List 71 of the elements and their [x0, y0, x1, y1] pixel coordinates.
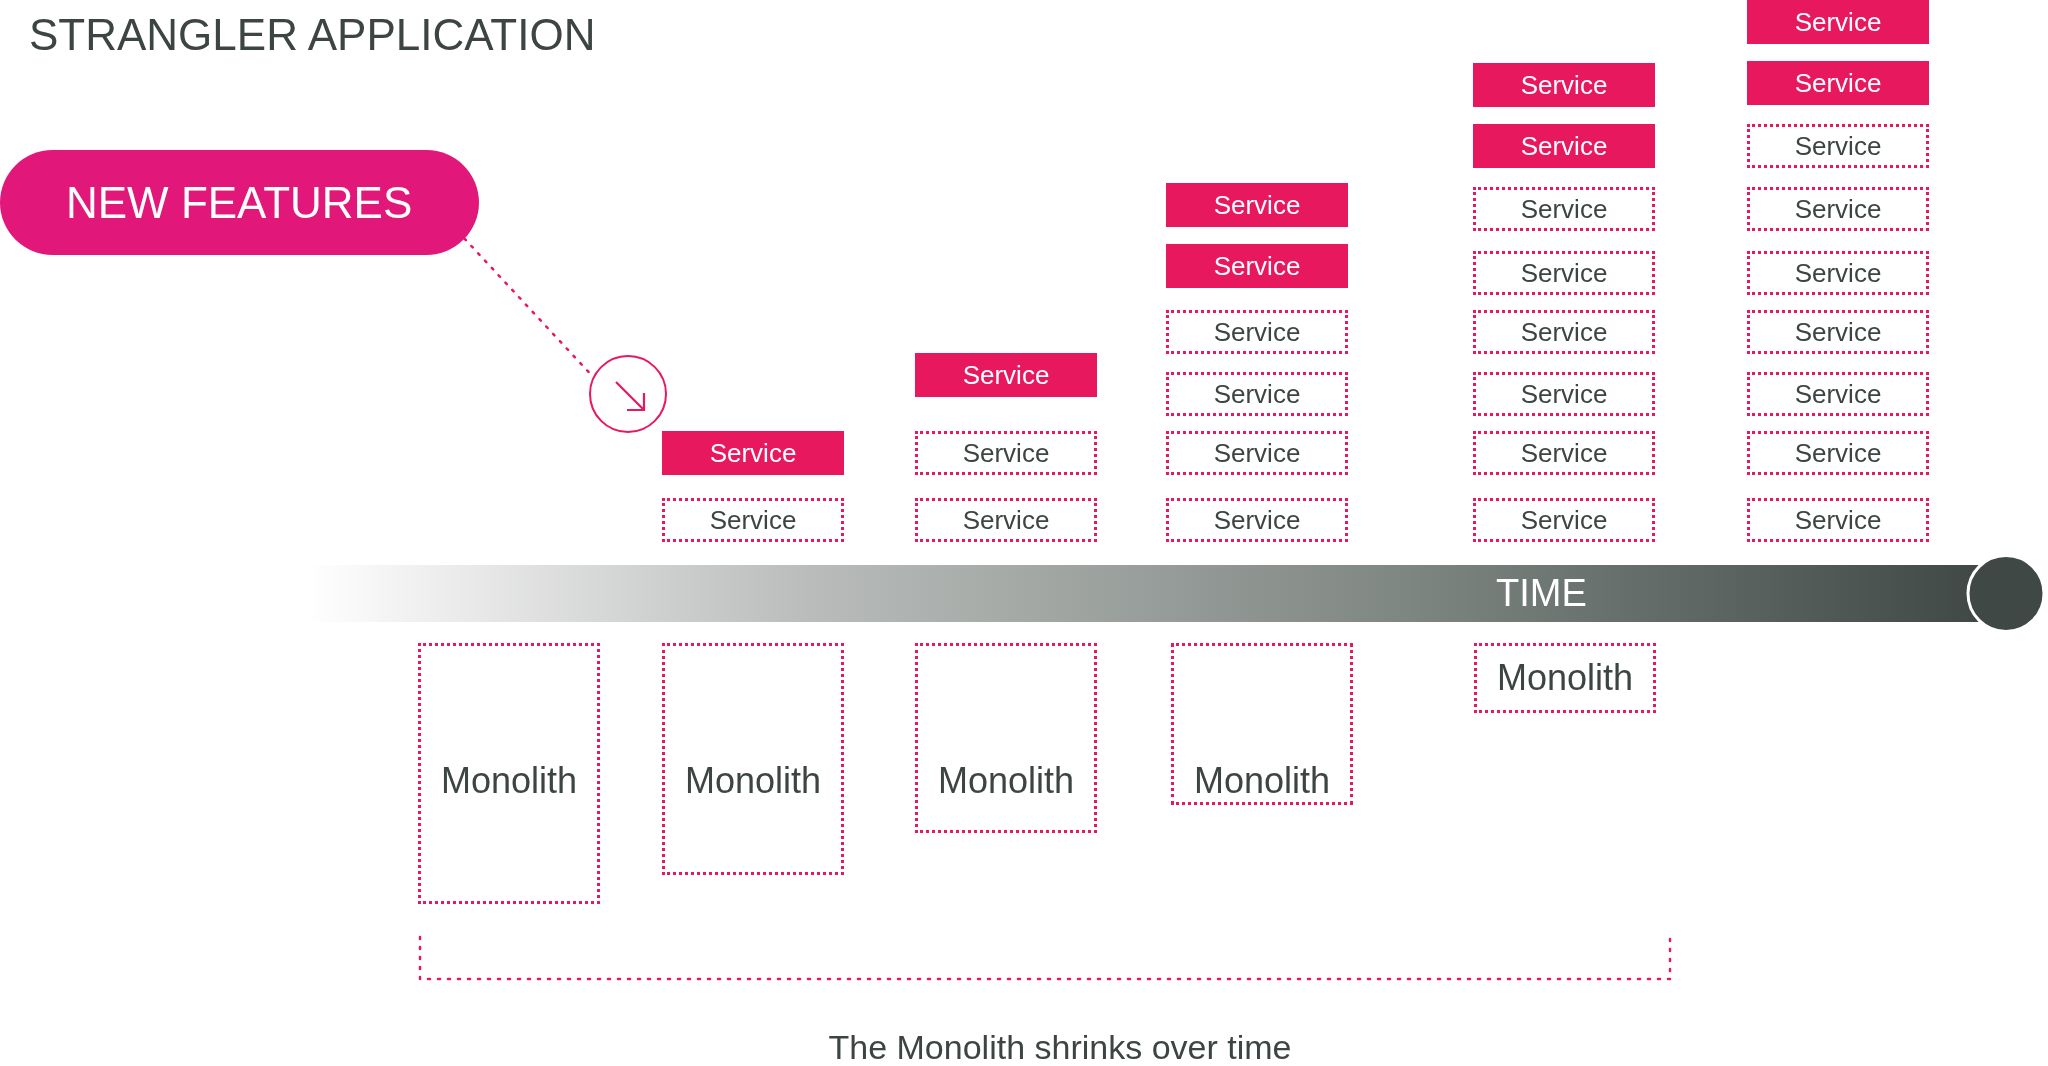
title: STRANGLER APPLICATION	[29, 9, 596, 61]
service-box	[662, 431, 844, 475]
monolith-label: Monolith	[937, 759, 1075, 803]
monolith-box	[1474, 643, 1656, 713]
service-box	[1747, 372, 1929, 416]
monolith-box	[1171, 643, 1353, 805]
service-label: Service	[1794, 256, 1882, 290]
service-box	[1747, 61, 1929, 105]
service-box	[1473, 187, 1655, 231]
service-box	[1747, 251, 1929, 295]
service-label: Service	[1794, 377, 1882, 411]
service-label: Service	[1213, 249, 1301, 283]
service-box	[1747, 124, 1929, 168]
service-box	[1473, 431, 1655, 475]
monolith-box	[418, 643, 600, 904]
service-label: Service	[1520, 503, 1608, 537]
service-box	[1473, 124, 1655, 168]
service-label: Service	[1213, 436, 1301, 470]
service-box	[1473, 251, 1655, 295]
service-label: Service	[1213, 315, 1301, 349]
service-label: Service	[1520, 192, 1608, 226]
service-box	[1473, 498, 1655, 542]
service-box	[1166, 183, 1348, 227]
service-label: Service	[1520, 68, 1608, 102]
service-label: Service	[1794, 315, 1882, 349]
service-box	[1166, 372, 1348, 416]
monolith-label: Monolith	[684, 759, 822, 803]
service-label: Service	[1213, 503, 1301, 537]
service-label: Service	[709, 503, 797, 537]
monolith-box	[662, 643, 844, 875]
service-label: Service	[1794, 129, 1882, 163]
service-box	[915, 431, 1097, 475]
timeline-label: TIME	[1496, 571, 1587, 616]
service-box	[1747, 431, 1929, 475]
service-label: Service	[962, 436, 1050, 470]
service-box	[1166, 498, 1348, 542]
service-label: Service	[962, 358, 1050, 392]
service-label: Service	[709, 436, 797, 470]
monolith-label: Monolith	[1193, 759, 1331, 803]
feature-pill	[0, 150, 479, 255]
service-label: Service	[1520, 315, 1608, 349]
service-label: Service	[1794, 436, 1882, 470]
service-label: Service	[1520, 129, 1608, 163]
service-label: Service	[1794, 66, 1882, 100]
service-box	[915, 353, 1097, 397]
service-label: Service	[1794, 192, 1882, 226]
service-box	[1166, 310, 1348, 354]
service-box	[1473, 310, 1655, 354]
service-label: Service	[1213, 188, 1301, 222]
monolith-label: Monolith	[440, 759, 578, 803]
service-box	[1166, 244, 1348, 288]
service-box	[662, 498, 844, 542]
service-label: Service	[1794, 503, 1882, 537]
service-box	[915, 498, 1097, 542]
service-label: Service	[1520, 436, 1608, 470]
service-box	[1747, 498, 1929, 542]
service-label: Service	[1520, 256, 1608, 290]
service-label: Service	[1794, 5, 1882, 39]
service-label: Service	[962, 503, 1050, 537]
service-box	[1473, 372, 1655, 416]
service-box	[1473, 63, 1655, 107]
service-box	[1166, 431, 1348, 475]
service-label: Service	[1213, 377, 1301, 411]
service-box	[1747, 0, 1929, 44]
pill-label: NEW FEATURES	[66, 176, 413, 229]
monolith-box	[915, 643, 1097, 833]
caption: The Monolith shrinks over time	[827, 1027, 1293, 1066]
service-box	[1747, 310, 1929, 354]
service-label: Service	[1520, 377, 1608, 411]
service-box	[1747, 187, 1929, 231]
monolith-label: Monolith	[1496, 656, 1634, 700]
